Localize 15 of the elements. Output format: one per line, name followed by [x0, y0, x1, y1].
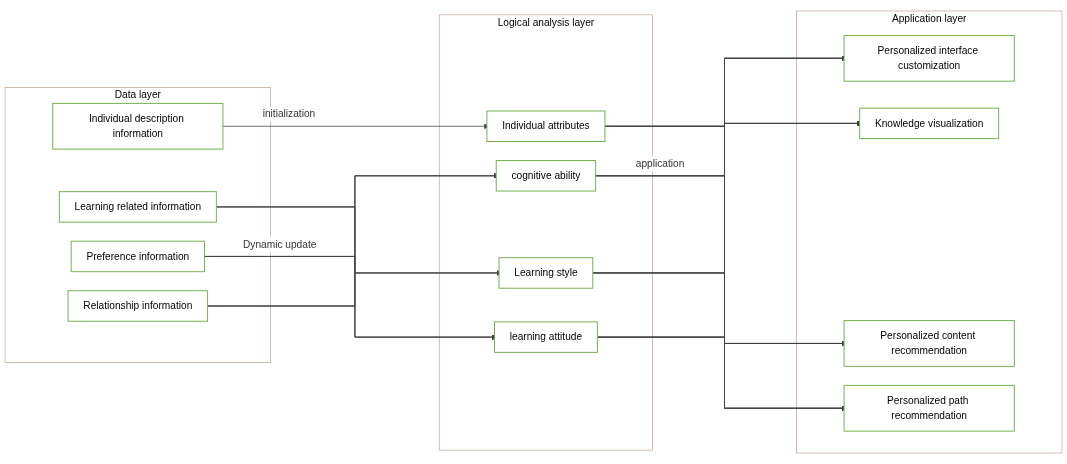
node-box: cognitive ability [495, 160, 597, 192]
node-box: Learning related information [58, 191, 217, 223]
edge-label: Dynamic update [242, 238, 317, 250]
node-box: Relationship information [67, 290, 209, 322]
node-box: Personalized content recommendation [843, 320, 1015, 367]
edge-label: initialization [262, 108, 316, 120]
node-box: Personalized interface customization [843, 34, 1015, 82]
node-box: Individual attributes [486, 110, 606, 142]
node-box: Personalized path recommendation [843, 384, 1015, 432]
node-box: Learning style [498, 257, 594, 289]
node-box: learning attitude [494, 321, 598, 353]
node-box: Individual description information [52, 102, 224, 150]
edge-label: application [635, 158, 685, 169]
node-box: Preference information [70, 240, 205, 273]
node-box: Knowledge visualization [859, 107, 1000, 140]
